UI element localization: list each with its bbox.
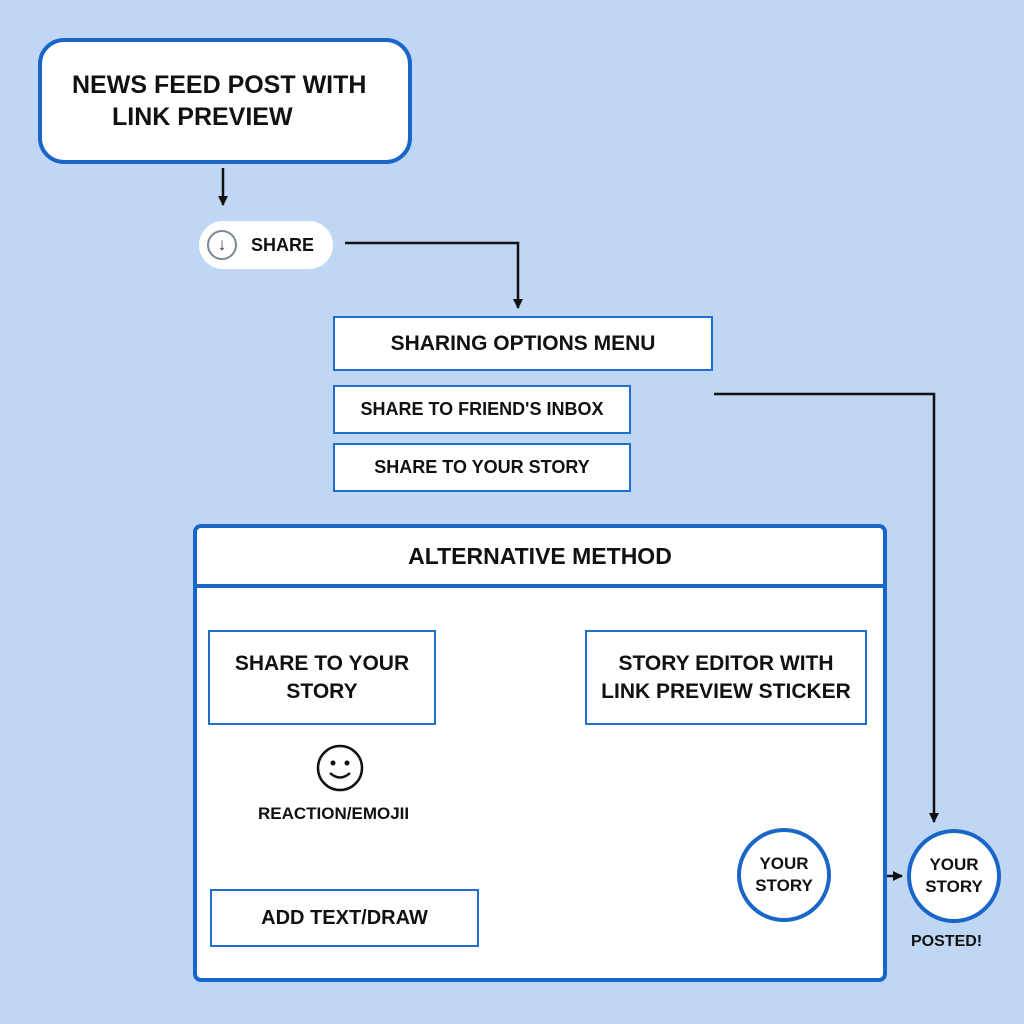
sharing-options-menu-node: SHARING OPTIONS MENU bbox=[333, 316, 713, 371]
arrow-share-to-menu bbox=[345, 241, 523, 309]
alternative-method-title: ALTERNATIVE METHOD bbox=[197, 528, 883, 588]
alt-share-line-2: STORY bbox=[286, 679, 358, 703]
share-label: SHARE bbox=[251, 234, 315, 255]
share-to-inbox-option[interactable]: SHARE TO FRIEND'S INBOX bbox=[333, 385, 631, 434]
add-text-draw-node: ADD TEXT/DRAW bbox=[210, 889, 479, 947]
news-feed-post-line-1: NEWS FEED POST WITH bbox=[72, 71, 367, 99]
your-story-line-2: STORY bbox=[755, 876, 813, 895]
your-story-posted-node: YOUR STORY bbox=[907, 829, 1001, 923]
arrow-down-circle-icon: ↓ bbox=[207, 230, 237, 260]
alt-share-to-story-node: SHARE TO YOUR STORY bbox=[208, 630, 436, 725]
news-feed-post-node: NEWS FEED POST WITH LINK PREVIEW bbox=[38, 38, 412, 164]
smiley-icon bbox=[316, 744, 364, 792]
story-editor-line-1: STORY EDITOR WITH bbox=[618, 651, 834, 675]
share-button[interactable]: ↓ SHARE bbox=[199, 221, 333, 269]
share-to-story-option[interactable]: SHARE TO YOUR STORY bbox=[333, 443, 631, 492]
story-editor-line-2: LINK PREVIEW STICKER bbox=[601, 679, 851, 703]
reaction-emoji-label: REACTION/EMOJII bbox=[258, 804, 410, 823]
story-editor-node: STORY EDITOR WITH LINK PREVIEW STICKER bbox=[585, 630, 867, 725]
alt-share-line-1: SHARE TO YOUR bbox=[234, 651, 410, 675]
your-story-line-1: YOUR bbox=[759, 854, 809, 873]
news-feed-post-line-2: LINK PREVIEW bbox=[112, 103, 293, 131]
posted-story-line-1: YOUR bbox=[929, 855, 979, 874]
your-story-node: YOUR STORY bbox=[737, 828, 831, 922]
posted-story-line-2: STORY bbox=[925, 877, 983, 896]
posted-caption: POSTED! bbox=[911, 933, 983, 950]
